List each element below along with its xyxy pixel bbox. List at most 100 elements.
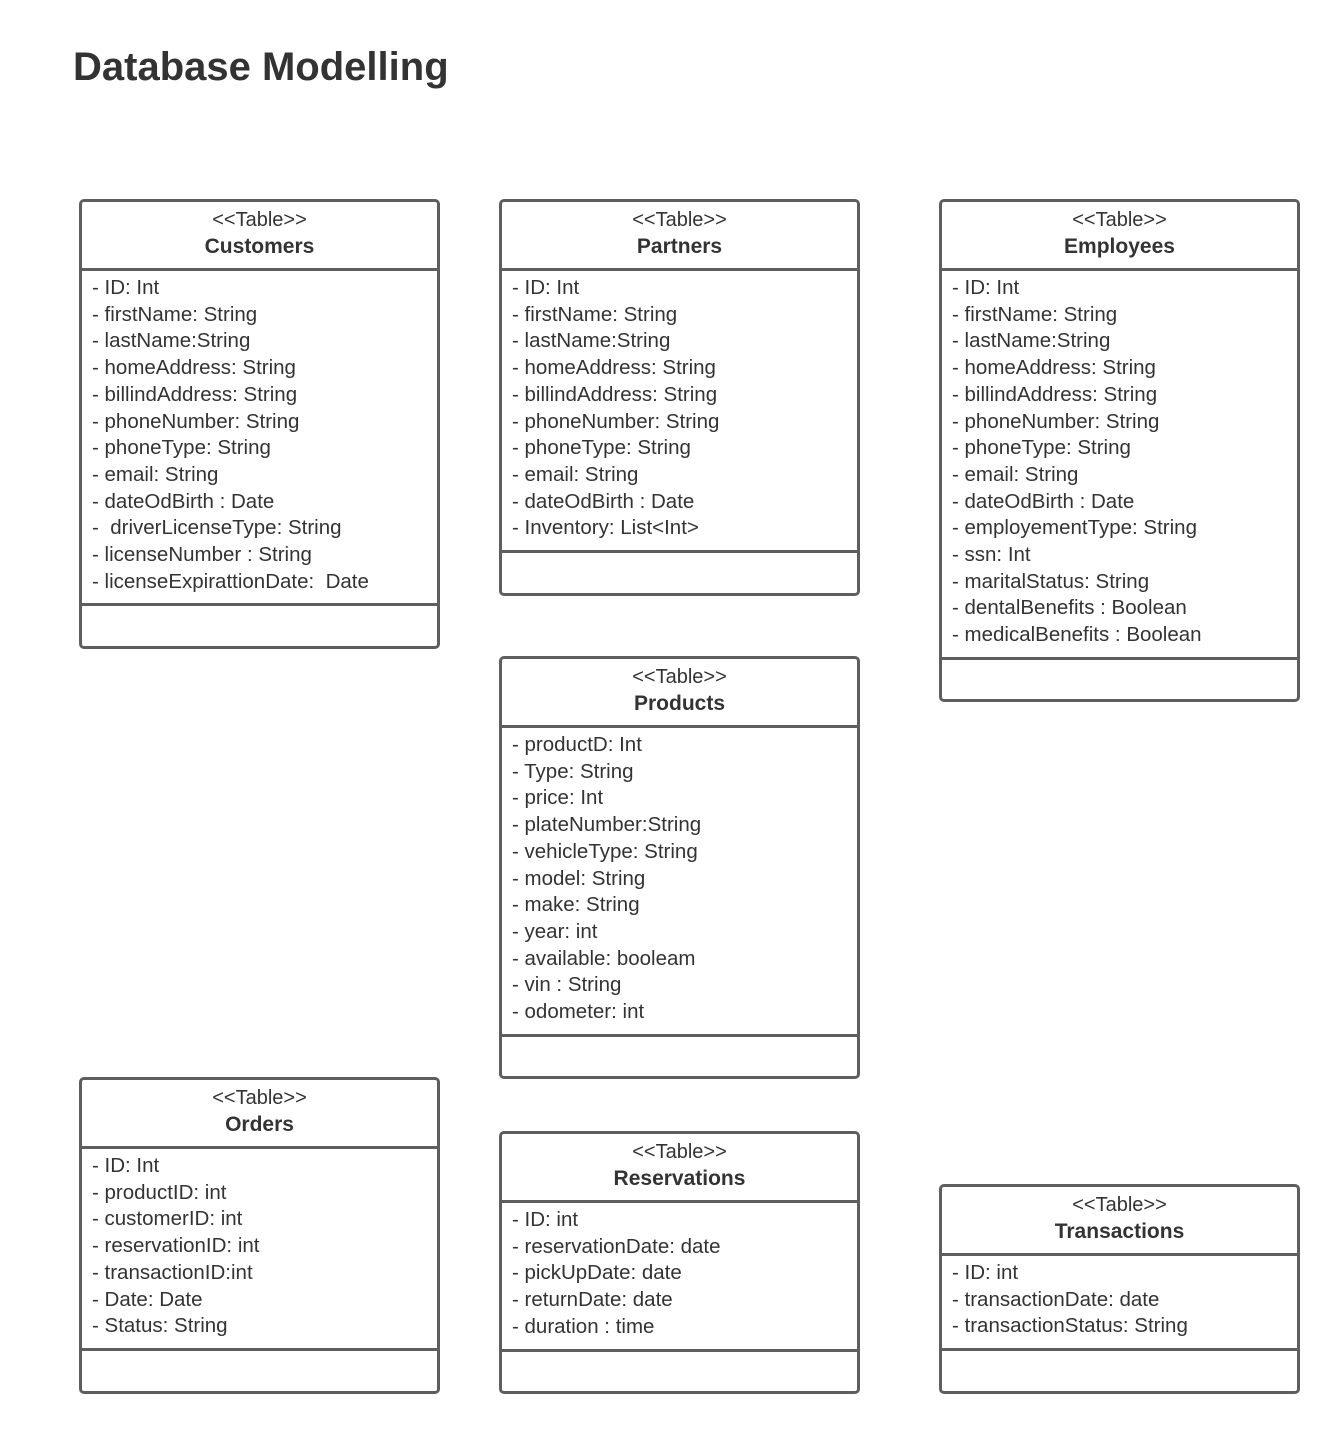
attribute-row: - reservationID: int — [92, 1234, 260, 1258]
attribute-row: - returnDate: date — [512, 1288, 673, 1312]
table-header: <<Table>> Orders — [82, 1080, 437, 1149]
attribute-list: - ID: Int - firstName: String - lastName:S… — [502, 271, 857, 554]
table-employees[interactable]: <<Table>> Employees - ID: Int - firstName… — [939, 199, 1300, 702]
table-header: <<Table>> Products — [502, 659, 857, 728]
table-header: <<Table>> Partners — [502, 202, 857, 271]
attribute-row: - lastName:String — [92, 329, 251, 353]
table-stereotype: <<Table>> — [632, 209, 727, 231]
attribute-row: - Inventory: List<Int> — [512, 516, 699, 540]
methods-compartment — [82, 1351, 437, 1391]
methods-compartment — [82, 606, 437, 646]
attribute-row: - model: String — [512, 866, 646, 890]
table-name: Reservations — [613, 1167, 746, 1190]
attribute-row: - ID: Int — [952, 276, 1020, 299]
attribute-row: - transactionID:int — [92, 1260, 253, 1284]
table-name: Partners — [636, 235, 723, 258]
table-partners[interactable]: <<Table>> Partners - ID: Int - firstName:… — [499, 199, 860, 596]
page-title: Database Modelling — [73, 45, 449, 89]
attribute-row: - vehicleType: String — [512, 839, 698, 863]
attribute-row: - phoneType: String — [952, 436, 1131, 460]
table-name: Orders — [225, 1113, 294, 1136]
attribute-row: - make: String — [512, 893, 640, 917]
attribute-row: - email: String — [512, 462, 639, 486]
methods-compartment — [502, 1037, 857, 1076]
attribute-row: - vin : String — [512, 973, 622, 997]
attribute-row: - driverLicenseType: String — [92, 516, 342, 540]
attribute-row: - licenseNumber : String — [92, 543, 312, 567]
attribute-row: - transactionDate: date — [952, 1287, 1160, 1311]
attribute-row: - homeAddress: String — [952, 356, 1156, 380]
attribute-row: - price: Int — [512, 786, 604, 810]
attribute-list: - ID: Int - firstName: String - lastName:S… — [82, 271, 437, 607]
table-stereotype: <<Table>> — [632, 1141, 727, 1163]
methods-compartment — [502, 553, 857, 593]
table-customers[interactable]: <<Table>> Customers - ID: Int - firstName… — [79, 199, 440, 649]
attribute-row: - duration : time — [512, 1314, 655, 1338]
table-products[interactable]: <<Table>> Products - productD: Int - Type… — [499, 656, 860, 1079]
attribute-list: - ID: int- reservationDate: date- pickUp… — [502, 1203, 857, 1352]
attribute-row: - ID: int — [952, 1261, 1019, 1284]
attribute-row: - plateNumber:String — [512, 813, 702, 837]
attribute-row: - billindAddress: String — [512, 382, 718, 406]
attribute-row: - Date: Date — [92, 1287, 203, 1311]
table-header: <<Table>> Employees — [942, 202, 1297, 271]
attribute-row: - dateOdBirth : Date — [512, 489, 695, 513]
attribute-row: - Status: String — [92, 1314, 228, 1338]
table-name: Employees — [1064, 235, 1175, 258]
table-stereotype: <<Table>> — [212, 1087, 307, 1109]
table-stereotype: <<Table>> — [632, 666, 727, 688]
attribute-row: - billindAddress: String — [92, 382, 298, 406]
methods-compartment — [502, 1352, 857, 1391]
attribute-row: - Type: String — [512, 759, 634, 783]
attribute-row: - dateOdBirth : Date — [952, 489, 1135, 513]
attribute-row: - licenseExpirattionDate: Date — [92, 569, 369, 593]
attribute-row: - phoneNumber: String — [952, 409, 1160, 433]
table-header: <<Table>> Transactions — [942, 1187, 1297, 1256]
attribute-row: - maritalStatus: String — [952, 569, 1150, 593]
attribute-row: - odometer: int — [512, 1000, 645, 1024]
attribute-row: - pickUpDate: date — [512, 1261, 682, 1285]
attribute-row: - year: int — [512, 919, 598, 943]
attribute-row: - homeAddress: String — [512, 356, 716, 380]
attribute-row: - productID: int — [92, 1180, 227, 1204]
table-header: <<Table>> Reservations — [502, 1134, 857, 1203]
attribute-row: - dateOdBirth : Date — [92, 489, 275, 513]
attribute-row: - email: String — [952, 462, 1079, 486]
attribute-row: - phoneType: String — [512, 436, 691, 460]
attribute-row: - customerID: int — [92, 1207, 243, 1231]
attribute-row: - phoneNumber: String — [92, 409, 300, 433]
attribute-row: - firstName: String — [512, 302, 678, 326]
attribute-list: - ID: Int - productID: int - customerID: i… — [82, 1149, 437, 1351]
attribute-row: - phoneNumber: String — [512, 409, 720, 433]
table-reservations[interactable]: <<Table>> Reservations - ID: int- reserv… — [499, 1131, 860, 1394]
table-name: Products — [633, 692, 725, 715]
attribute-row: - phoneType: String — [92, 436, 271, 460]
attribute-row: - available: booleam — [512, 946, 696, 970]
attribute-row: - productD: Int — [512, 733, 642, 756]
attribute-row: - reservationDate: date — [512, 1234, 721, 1258]
table-stereotype: <<Table>> — [1072, 1194, 1167, 1216]
attribute-row: - homeAddress: String — [92, 356, 296, 380]
attribute-row: - billindAddress: String — [952, 382, 1158, 406]
attribute-row: - ID: Int — [92, 1154, 160, 1177]
attribute-row: - ID: Int — [512, 276, 580, 299]
table-name: Transactions — [1054, 1220, 1185, 1243]
attribute-row: - firstName: String — [92, 302, 258, 326]
attribute-row: - dentalBenefits : Boolean — [952, 596, 1187, 620]
attribute-list: - ID: Int - firstName: String - lastName:S… — [942, 271, 1297, 660]
table-name: Customers — [204, 235, 315, 258]
table-orders[interactable]: <<Table>> Orders - ID: Int - productID: i… — [79, 1077, 440, 1394]
attribute-row: - transactionStatus: String — [952, 1314, 1188, 1338]
attribute-row: - ID: Int — [92, 276, 160, 299]
attribute-row: - lastName:String — [512, 329, 671, 353]
attribute-row: - email: String — [92, 462, 219, 486]
methods-compartment — [942, 660, 1297, 699]
attribute-row: - firstName: String — [952, 302, 1118, 326]
attribute-list: - productD: Int - Type: String - price: In… — [502, 728, 857, 1037]
table-header: <<Table>> Customers — [82, 202, 437, 271]
attribute-row: - lastName:String — [952, 329, 1111, 353]
table-stereotype: <<Table>> — [212, 209, 307, 231]
table-transactions[interactable]: <<Table>> Transactions - ID: int - transa… — [939, 1184, 1300, 1394]
methods-compartment — [942, 1351, 1297, 1391]
attribute-row: - medicalBenefits : Boolean — [952, 623, 1202, 647]
